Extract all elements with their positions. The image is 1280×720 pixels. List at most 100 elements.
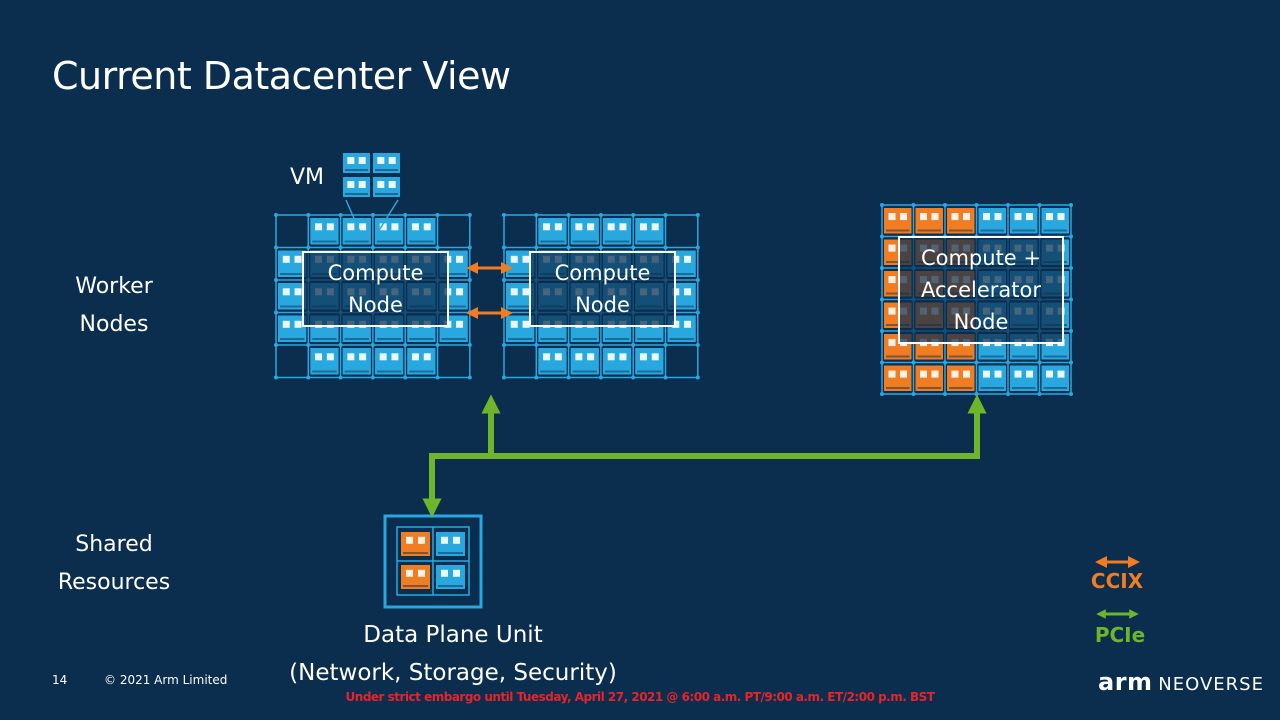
compute-node-2-line2: Node xyxy=(575,293,630,317)
server-tile xyxy=(310,218,339,245)
pcie-link-compute xyxy=(422,394,501,518)
accelerator-node-line3: Node xyxy=(953,310,1009,334)
server-tile-light xyxy=(358,181,366,188)
grid-node xyxy=(370,213,375,217)
grid-node xyxy=(1006,360,1010,365)
server-tile-slot xyxy=(344,240,369,243)
grid-node xyxy=(631,245,636,250)
server-tile-light xyxy=(900,213,907,221)
server-tile-light xyxy=(411,223,419,231)
server-tile-light xyxy=(639,353,647,361)
grid-node xyxy=(598,245,603,250)
server-tile-slot xyxy=(1012,387,1036,389)
grid-node xyxy=(1037,392,1042,396)
server-tile-slot xyxy=(540,338,565,340)
server-tile-slot xyxy=(604,370,630,373)
server-tile-slot xyxy=(375,169,398,171)
copyright: © 2021 Arm Limited xyxy=(104,673,228,687)
server-tile-light xyxy=(418,569,425,577)
server-tile-slot xyxy=(508,305,533,308)
grid-node xyxy=(403,343,408,347)
server-tile-slot xyxy=(344,370,369,373)
server-tile-light xyxy=(587,223,595,231)
server-tile-light xyxy=(282,255,290,263)
accelerator-node-line2: Accelerator xyxy=(921,278,1041,302)
server-tile-light xyxy=(651,223,659,231)
server-tile-light xyxy=(888,307,896,315)
shared-label-line1: Shared xyxy=(75,532,153,557)
server-tile-light xyxy=(294,288,302,296)
server-tile-light xyxy=(994,213,1002,221)
compute-node-1-line1: Compute xyxy=(327,261,424,285)
server-tile-light xyxy=(522,320,530,328)
server-tile-light xyxy=(951,213,959,221)
server-tile-slot xyxy=(441,338,466,340)
server-tile-light xyxy=(315,223,323,231)
grid-node xyxy=(338,245,343,250)
server-tile-light xyxy=(418,536,425,544)
grid-node xyxy=(695,245,700,250)
server-tile-light xyxy=(294,320,302,328)
server-tile-slot xyxy=(375,193,398,195)
worker-nodes-label: Worker Nodes xyxy=(44,268,184,344)
server-tile xyxy=(602,218,632,245)
server-tile-light xyxy=(456,320,464,328)
server-tile-slot xyxy=(508,273,533,275)
grid-node xyxy=(502,245,506,250)
grid-node xyxy=(974,392,979,396)
server-tile-light xyxy=(543,223,551,231)
vm-label: VM xyxy=(290,165,325,190)
grid-node xyxy=(1037,203,1042,207)
grid-node xyxy=(1069,360,1073,365)
server-tile-slot xyxy=(917,355,941,358)
slide-title: Current Datacenter View xyxy=(52,54,511,98)
server-tile-light xyxy=(377,157,385,164)
grid-node xyxy=(467,278,472,282)
grid-node xyxy=(663,213,668,217)
arm-neoverse-logo: arm NEOVERSE xyxy=(1098,668,1264,696)
grid-node xyxy=(274,213,278,217)
server-tile xyxy=(342,348,371,375)
server-tile-light xyxy=(347,157,355,164)
grid-node xyxy=(598,343,603,347)
server-tile-slot xyxy=(376,338,402,340)
grid-node xyxy=(502,213,506,217)
server-tile-light xyxy=(347,181,355,188)
grid-node xyxy=(1069,329,1073,333)
server-tile xyxy=(1041,365,1069,391)
server-tile-light xyxy=(315,353,323,361)
server-tile xyxy=(947,365,975,391)
grid-node xyxy=(467,375,472,380)
grid-node xyxy=(338,343,343,347)
grid-node xyxy=(403,375,408,380)
server-tile-slot xyxy=(409,240,434,243)
server-tile xyxy=(635,218,664,245)
grid-node xyxy=(403,213,408,217)
server-tile-slot xyxy=(669,273,694,275)
grid-node xyxy=(274,310,278,315)
server-tile-slot xyxy=(637,240,662,243)
server-tile-light xyxy=(983,370,990,378)
vm-connector xyxy=(377,199,399,233)
server-tile-light xyxy=(456,255,464,263)
dpu-label-line1: Data Plane Unit xyxy=(363,622,543,648)
server-tile xyxy=(278,315,307,342)
server-tile-slot xyxy=(280,273,305,275)
server-tile-light xyxy=(510,288,518,296)
compute-node-2-label: Compute Node xyxy=(529,251,676,327)
grid-node xyxy=(695,278,700,282)
server-tile-slot xyxy=(1043,229,1067,232)
server-tile-slot xyxy=(669,338,694,340)
server-tile-slot xyxy=(1012,229,1036,232)
server-tile-light xyxy=(888,370,896,378)
grid-node xyxy=(566,213,571,217)
grid-node xyxy=(880,392,884,396)
server-tile-light xyxy=(423,223,431,231)
server-tile xyxy=(570,348,599,375)
grid-node xyxy=(598,375,603,380)
server-tile-light xyxy=(377,181,385,188)
server-tile xyxy=(342,218,371,245)
server-tile-slot xyxy=(1012,355,1036,358)
server-tile-slot xyxy=(441,273,466,275)
legend-pcie-label: PCIe xyxy=(1094,623,1146,647)
